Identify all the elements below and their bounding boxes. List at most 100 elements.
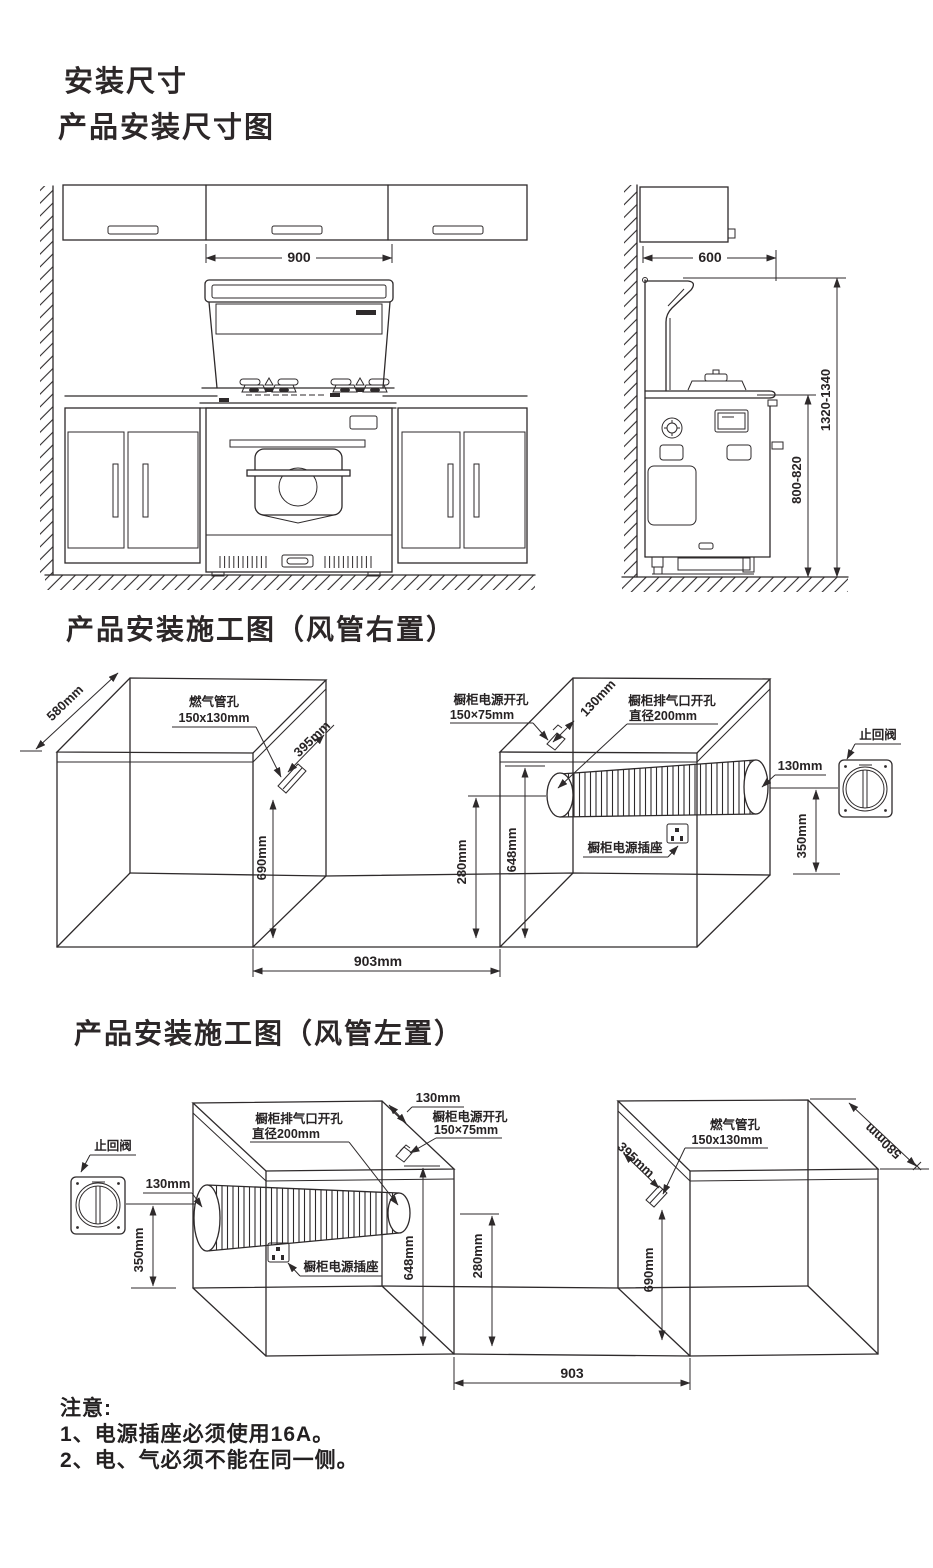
total-height-dim-label: 1320-1340 bbox=[818, 369, 833, 431]
gas-pipe-hole bbox=[645, 1185, 668, 1208]
counter-height-dim-label: 800-820 bbox=[789, 456, 804, 504]
side-knob bbox=[661, 417, 683, 439]
vent-slats bbox=[219, 556, 372, 568]
valve-height-dimension: 350mm bbox=[126, 1203, 195, 1289]
burner-left bbox=[239, 376, 299, 393]
valve-height-dim-label: 350mm bbox=[794, 814, 809, 859]
exhaust-cutout-label: 橱柜排气口开孔 bbox=[628, 693, 716, 708]
check-valve bbox=[838, 759, 893, 818]
power-offset-dim-label: 130mm bbox=[416, 1090, 461, 1105]
base-cabinets bbox=[64, 395, 528, 564]
power-offset-dimension: 130mm bbox=[388, 1090, 464, 1124]
power-cutout-size-label: 150×75mm bbox=[434, 1123, 498, 1137]
floor-hatching-side bbox=[621, 576, 849, 592]
duct-end-dim-label: 130mm bbox=[778, 758, 823, 773]
duct-center-height-dimension: 280mm bbox=[454, 795, 546, 939]
depth-dimension-580: 580mm bbox=[810, 1098, 929, 1171]
floor-lines bbox=[129, 872, 771, 948]
exhaust-cutout-size-label: 直径200mm bbox=[252, 1126, 320, 1141]
power-socket bbox=[267, 1242, 290, 1263]
gas-offset-dim-label: 395mm bbox=[615, 1139, 658, 1181]
page-title: 安装尺寸 bbox=[64, 66, 189, 98]
integrated-stove-front bbox=[199, 279, 397, 577]
gas-hole-height-dimension: 690mm bbox=[641, 1209, 666, 1341]
duct-center-dim-label: 280mm bbox=[470, 1234, 485, 1279]
door-handle bbox=[112, 463, 119, 518]
valve-callout: 止回阀 bbox=[80, 1138, 136, 1173]
exhaust-cutout-callout: 橱柜排气口开孔 直径200mm bbox=[250, 1111, 399, 1206]
iso-drawing-duct-right: 580mm 燃气管孔 150x130mm 395mm 690mm bbox=[20, 672, 901, 977]
width-dimension-900: 900 bbox=[205, 244, 393, 265]
power-cutout-callout: 橱柜电源开孔 150×75mm bbox=[450, 692, 549, 741]
gas-hole-label: 燃气管孔 bbox=[710, 1117, 761, 1132]
duct-center-dim-label: 280mm bbox=[454, 840, 469, 885]
exhaust-duct bbox=[193, 1184, 411, 1252]
door-handle bbox=[447, 463, 454, 518]
valve-height-dim-label: 350mm bbox=[131, 1228, 146, 1273]
door-handle bbox=[473, 463, 480, 518]
counter-dim-label: 648mm bbox=[401, 1236, 416, 1281]
valve-label: 止回阀 bbox=[94, 1138, 132, 1153]
upper-cabinet-side bbox=[639, 186, 736, 243]
power-cutout-label: 橱柜电源开孔 bbox=[453, 692, 529, 707]
duct-end-dim-label: 130mm bbox=[146, 1176, 191, 1191]
counter-height-dimension: 800-820 bbox=[757, 394, 816, 578]
notes-block: 注意: 1、电源插座必须使用16A。 2、电、气必须不能在同一侧。 bbox=[60, 1396, 359, 1474]
power-socket bbox=[666, 823, 689, 844]
section-title-duct-right: 产品安装施工图（风管右置） bbox=[66, 615, 457, 646]
gas-hole-offset-dimension: 395mm bbox=[615, 1139, 660, 1189]
note-line-2: 2、电、气必须不能在同一侧。 bbox=[60, 1449, 359, 1472]
gas-hole-height-dimension: 690mm bbox=[254, 799, 277, 939]
counter-height-dimension-648: 648mm bbox=[504, 765, 545, 939]
upper-cabinets bbox=[62, 184, 528, 241]
cooktop-edge bbox=[199, 387, 397, 409]
depth-dim-label: 580mm bbox=[861, 1121, 904, 1163]
gas-height-dim-label: 690mm bbox=[641, 1248, 656, 1293]
left-cabinet-box bbox=[55, 677, 328, 948]
iso-drawing-duct-left: 止回阀 130mm 350mm 橱柜排气口开孔 直径200mm 130mm bbox=[70, 1090, 929, 1390]
power-cutout-callout: 橱柜电源开孔 150×75mm bbox=[409, 1109, 508, 1154]
gas-hole-size-label: 150x130mm bbox=[692, 1133, 763, 1147]
power-offset-dim-label: 130mm bbox=[577, 676, 619, 719]
gas-hole-label: 燃气管孔 bbox=[189, 694, 240, 709]
section-title-duct-left: 产品安装施工图（风管左置） bbox=[74, 1019, 465, 1050]
exhaust-cutout-label: 橱柜排气口开孔 bbox=[255, 1111, 343, 1126]
side-depth-dim-label: 600 bbox=[698, 249, 722, 265]
gas-hole-callout: 燃气管孔 150x130mm bbox=[172, 694, 282, 778]
gap-dim-label: 903mm bbox=[354, 953, 402, 969]
notes-heading: 注意: bbox=[60, 1397, 112, 1420]
duct-center-height-dimension: 280mm bbox=[460, 1213, 499, 1347]
gap-dimension-903: 903 bbox=[453, 1357, 691, 1390]
duct-end-callout: 130mm bbox=[143, 1176, 203, 1208]
burner-right bbox=[330, 376, 390, 393]
floor-hatching bbox=[44, 574, 536, 590]
power-cutout-size-label: 150×75mm bbox=[450, 708, 514, 722]
gap-dim-label: 903 bbox=[560, 1365, 584, 1381]
note-line-1: 1、电源插座必须使用16A。 bbox=[60, 1423, 335, 1446]
valve-height-dimension: 350mm bbox=[770, 787, 840, 875]
socket-label: 橱柜电源插座 bbox=[587, 840, 663, 855]
depth-dim-label: 580mm bbox=[44, 682, 87, 724]
brand-mark bbox=[356, 310, 376, 315]
duct-end-callout: 130mm bbox=[761, 758, 826, 788]
gas-hole-offset-dimension: 395mm bbox=[287, 718, 335, 773]
cabinet-handle bbox=[271, 225, 323, 235]
side-elevation: 600 bbox=[621, 184, 849, 592]
door-handle bbox=[142, 463, 149, 518]
oven-front bbox=[205, 407, 393, 577]
front-elevation: 900 bbox=[40, 184, 536, 590]
gas-hole-size-label: 150x130mm bbox=[179, 711, 250, 725]
check-valve bbox=[70, 1176, 126, 1235]
gap-dimension-903: 903mm bbox=[252, 949, 501, 977]
gas-height-dim-label: 690mm bbox=[254, 836, 269, 881]
total-height-dimension: 1320-1340 bbox=[683, 277, 846, 578]
socket-label: 橱柜电源插座 bbox=[303, 1259, 379, 1274]
floor-lines bbox=[192, 1285, 809, 1357]
exhaust-cutout-size-label: 直径200mm bbox=[629, 708, 697, 723]
front-width-dim-label: 900 bbox=[287, 249, 311, 265]
counter-height-dimension-648: 648mm bbox=[401, 1165, 440, 1347]
gas-offset-dim-label: 395mm bbox=[291, 718, 334, 760]
socket-callout: 橱柜电源插座 bbox=[583, 840, 679, 858]
power-cutout-hole bbox=[395, 1144, 413, 1163]
